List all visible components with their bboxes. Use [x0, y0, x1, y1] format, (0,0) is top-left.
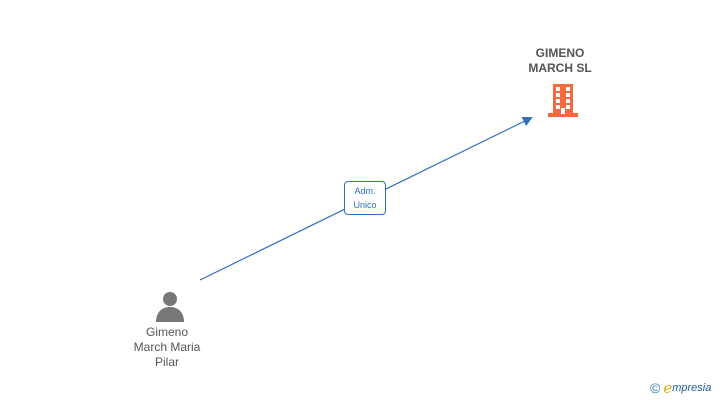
person-name-line-2: March Maria — [133, 340, 201, 354]
brand-logo-text: mpresia — [672, 382, 712, 394]
person-icon[interactable] — [154, 290, 186, 322]
person-name-line-3: Pilar — [154, 355, 179, 369]
relation-label-line-2: Unico — [353, 200, 377, 210]
company-name[interactable]: GIMENO MARCH SL — [500, 46, 620, 76]
brand-logo: ©empresia — [650, 379, 711, 399]
person-name[interactable]: Gimeno March Maria Pilar — [117, 325, 217, 370]
relation-label[interactable]: Adm. Unico — [344, 181, 386, 215]
copyright-icon: © — [650, 380, 661, 396]
brand-logo-initial: e — [663, 379, 673, 397]
company-name-line-1: GIMENO — [535, 46, 585, 60]
building-icon[interactable] — [546, 82, 580, 118]
relation-label-line-1: Adm. — [354, 186, 376, 196]
person-name-line-1: Gimeno — [145, 325, 189, 339]
company-name-line-2: MARCH SL — [528, 61, 592, 75]
